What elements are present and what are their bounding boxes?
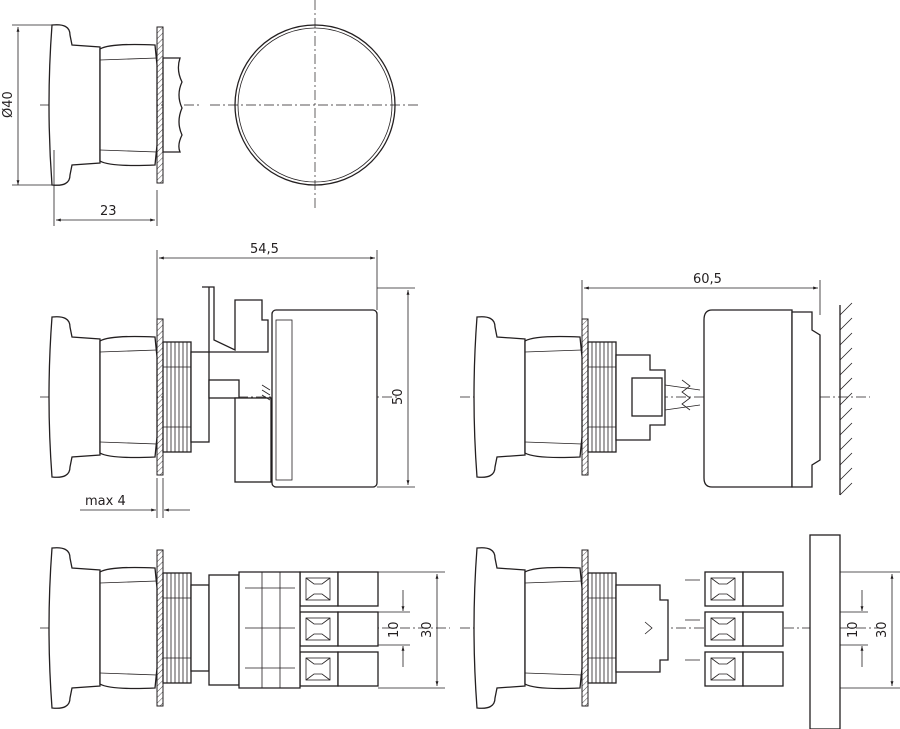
dim-span-right: 30 bbox=[875, 621, 890, 638]
view-mount-front: 54,5 50 max 4 bbox=[40, 242, 415, 518]
dim-diameter: Ø40 bbox=[1, 91, 16, 118]
dim-span-left: 30 bbox=[420, 621, 435, 638]
dim-height-a: 50 bbox=[391, 388, 406, 405]
view-side-top: Ø40 23 bbox=[1, 24, 200, 226]
dim-head-depth: 23 bbox=[100, 204, 117, 219]
dim-pitch-right: 10 bbox=[846, 621, 861, 638]
view-contacts-rail: 10 30 bbox=[460, 534, 900, 729]
view-front bbox=[210, 0, 420, 210]
dim-panel-max: max 4 bbox=[85, 494, 126, 509]
view-mount-rail: 60,5 bbox=[460, 272, 870, 496]
view-contacts-front: 10 30 bbox=[40, 547, 450, 709]
dim-length-b: 60,5 bbox=[693, 272, 722, 287]
dim-length-a: 54,5 bbox=[250, 242, 279, 257]
dim-pitch-left: 10 bbox=[387, 621, 402, 638]
